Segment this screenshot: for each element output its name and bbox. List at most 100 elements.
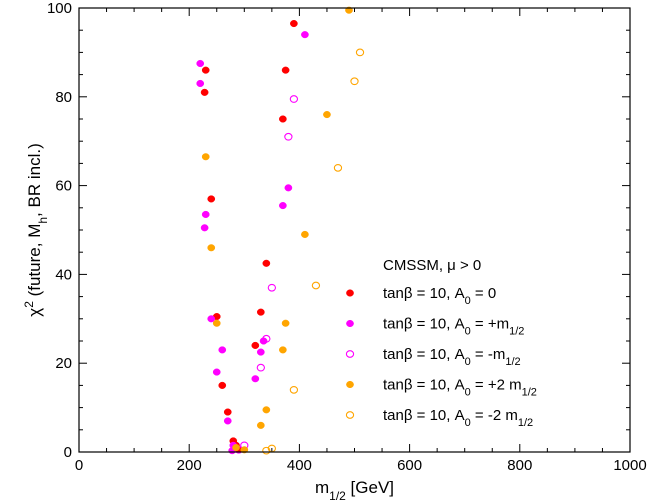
legend-entry-sub: 0 [465, 295, 471, 307]
legend-entry-main: tanβ = 10, A [383, 377, 465, 394]
data-point [333, 163, 343, 172]
data-point [262, 334, 271, 343]
series-3 [234, 95, 299, 454]
y-axis-title-sub: h [36, 217, 50, 224]
data-point [207, 315, 216, 323]
data-point [232, 444, 240, 452]
data-point [200, 88, 209, 96]
data-point [323, 111, 331, 119]
data-point [196, 59, 205, 68]
legend-entry-main: tanβ = 10, A [383, 407, 465, 424]
data-point [223, 417, 232, 425]
legend-entry-rest: = 0 [471, 285, 496, 302]
data-point [301, 31, 309, 39]
data-point [290, 19, 298, 28]
data-point [311, 281, 321, 290]
x-tick-label: 400 [287, 457, 312, 474]
data-point [289, 95, 299, 103]
data-point [279, 202, 287, 210]
data-point [207, 244, 216, 252]
data-point [207, 195, 216, 203]
x-axis-title-main: m [315, 478, 329, 497]
data-point [262, 259, 271, 267]
series-5 [262, 48, 365, 455]
y-tick-label: 60 [55, 178, 72, 195]
data-point [289, 385, 299, 394]
axis-ticks [78, 7, 631, 453]
legend-entry-3: tanβ = 10, A0 = -m1/2 [383, 346, 521, 368]
data-point [284, 132, 293, 141]
data-point [262, 406, 271, 414]
data-point [301, 230, 309, 238]
data-point [251, 341, 260, 349]
legend-entry-main: tanβ = 10, A [383, 316, 465, 333]
y-tick-label: 40 [55, 266, 72, 283]
legend-entry-sub2: 1/2 [505, 356, 520, 368]
data-point [256, 363, 265, 372]
legend-marker [346, 289, 354, 297]
legend-entry-sub: 0 [465, 356, 471, 368]
data-point [196, 79, 205, 88]
legend-entry-2: tanβ = 10, A0 = +m1/2 [383, 316, 524, 338]
legend-entry-sub2: 1/2 [518, 417, 533, 429]
legend-entry-sub: 0 [465, 387, 471, 399]
data-point [281, 66, 290, 74]
legend-entry-5: tanβ = 10, A0 = -2 m1/2 [383, 407, 533, 429]
x-axis-title-unit: [GeV] [346, 478, 394, 497]
data-point [201, 66, 210, 74]
legend-entry-rest: = +2 m [471, 377, 522, 394]
data-point [218, 381, 227, 389]
legend-entry-rest: = -2 m [471, 407, 518, 424]
series-1 [200, 19, 298, 454]
legend-entry-sub2: 1/2 [522, 387, 537, 399]
data-point [279, 115, 287, 123]
plot-frame [78, 7, 631, 453]
x-axis-title: m1/2 [GeV] [315, 478, 394, 501]
legend-entry-sub: 0 [465, 417, 471, 429]
data-point [279, 346, 287, 354]
data-point [223, 408, 232, 416]
legend-marker [346, 380, 354, 389]
series-2 [196, 31, 309, 455]
legend-entry-rest: = +m [471, 316, 509, 333]
y-tick-label: 100 [47, 0, 72, 17]
data-point [200, 224, 209, 232]
y-tick-label: 20 [55, 355, 72, 372]
x-tick-label: 1000 [613, 457, 646, 474]
x-tick-label: 0 [75, 457, 83, 474]
x-tick-label: 800 [507, 457, 532, 474]
data-point [201, 153, 210, 161]
data-point [267, 283, 276, 292]
legend-title: CMSSM, μ > 0 [383, 257, 481, 274]
data-point [256, 348, 265, 356]
y-tick-label: 80 [55, 89, 72, 106]
data-point [212, 368, 221, 376]
legend-entry-4: tanβ = 10, A0 = +2 m1/2 [383, 377, 537, 399]
legend-entry-1: tanβ = 10, A0 = 0 [383, 285, 496, 307]
series-4 [201, 6, 353, 454]
data-point [201, 210, 210, 219]
legend-entry-rest: = -m [471, 346, 506, 363]
data-point [251, 375, 260, 383]
data-point [212, 319, 221, 327]
legend-entry-main: tanβ = 10, A [383, 285, 465, 302]
data-points [196, 6, 365, 455]
data-point [256, 308, 265, 316]
data-point [355, 48, 365, 57]
legend-entry-main: tanβ = 10, A [383, 346, 465, 363]
x-tick-label: 200 [177, 457, 202, 474]
y-axis-title-sup: 2 [22, 301, 36, 308]
y-tick-label: 0 [64, 444, 72, 461]
legend-marker [345, 411, 355, 419]
legend-entry-sub2: 1/2 [509, 326, 524, 338]
data-point [256, 421, 265, 429]
data-point [284, 184, 293, 192]
legend-marker [345, 350, 355, 358]
y-axis-title-end: , BR incl.) [25, 143, 44, 217]
y-axis-title-chi: χ [25, 308, 44, 317]
y-axis-title: χ2 (future, Mh, BR incl.) [22, 143, 50, 316]
data-point [218, 346, 227, 354]
data-point [281, 319, 290, 327]
